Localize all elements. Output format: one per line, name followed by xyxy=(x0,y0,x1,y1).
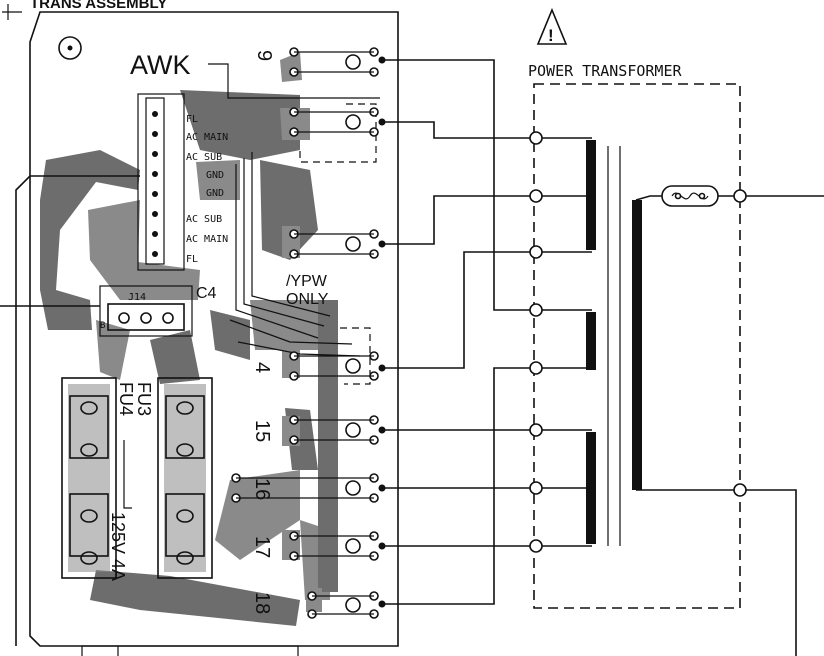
board-terminals xyxy=(231,47,379,619)
terminal-label: GND xyxy=(206,170,224,181)
terminal-label: FL xyxy=(186,254,198,265)
fuse4-label: FU4 xyxy=(116,382,136,416)
svg-text:!: ! xyxy=(548,26,554,45)
bottom-connector xyxy=(81,645,299,656)
pcb-outline xyxy=(29,11,399,647)
fuse-holder-left xyxy=(61,377,117,579)
cap-label: C4 xyxy=(196,285,217,302)
dashed-selector-mid xyxy=(340,327,371,385)
header-label: TRANS ASSEMBLY xyxy=(30,0,167,12)
terminal-label: AC SUB xyxy=(186,214,222,225)
transformer-box xyxy=(533,83,741,609)
pin-number: 18 xyxy=(251,592,273,614)
terminal-label: AC MAIN xyxy=(186,234,228,245)
terminal-label: AC MAIN xyxy=(186,132,228,143)
pin-numbers: 9 4 15 16 17 18 xyxy=(251,50,275,614)
header-fragment: TRANS ASSEMBLY xyxy=(2,0,167,20)
warning-icon: ! xyxy=(536,7,568,45)
ypw-label: /YPW xyxy=(286,273,328,290)
left-feed-wire-top xyxy=(15,175,140,646)
terminal-block xyxy=(137,93,185,271)
fuse3-label: FU3 xyxy=(134,382,154,416)
awk-label: AWK xyxy=(130,50,191,80)
pin-number: 15 xyxy=(251,420,273,442)
dashed-selector-top xyxy=(299,103,377,163)
secondary-lower-lead xyxy=(636,483,797,656)
transformer-windings xyxy=(586,140,642,546)
pin-number: 16 xyxy=(251,478,273,500)
j14-connector: J14 B xyxy=(99,285,193,337)
fuse-rating-label: 125V 4A xyxy=(108,512,128,581)
terminal-label: GND xyxy=(206,188,224,199)
mounting-hole xyxy=(58,36,82,60)
board-wire-bundle xyxy=(229,152,361,357)
pin-number: 17 xyxy=(251,536,273,558)
terminal-labels: FL AC MAIN AC SUB GND GND AC SUB AC MAIN… xyxy=(186,114,228,265)
terminal-label: AC SUB xyxy=(186,152,222,163)
connector-label: J14 xyxy=(128,292,146,303)
pin-number: 9 xyxy=(253,50,275,61)
pin-number: 4 xyxy=(251,362,273,373)
interconnect-wires xyxy=(378,56,530,608)
copper-traces xyxy=(40,52,338,626)
transformer-taps xyxy=(529,131,592,553)
terminal-label: FL xyxy=(186,114,198,125)
ypw-only-label: ONLY xyxy=(286,291,329,308)
transformer-title: POWER TRANSFORMER xyxy=(528,62,682,80)
thermal-fuse xyxy=(635,185,824,207)
connector-pin-label: B xyxy=(100,321,105,331)
fuse-holder-right xyxy=(157,377,213,579)
